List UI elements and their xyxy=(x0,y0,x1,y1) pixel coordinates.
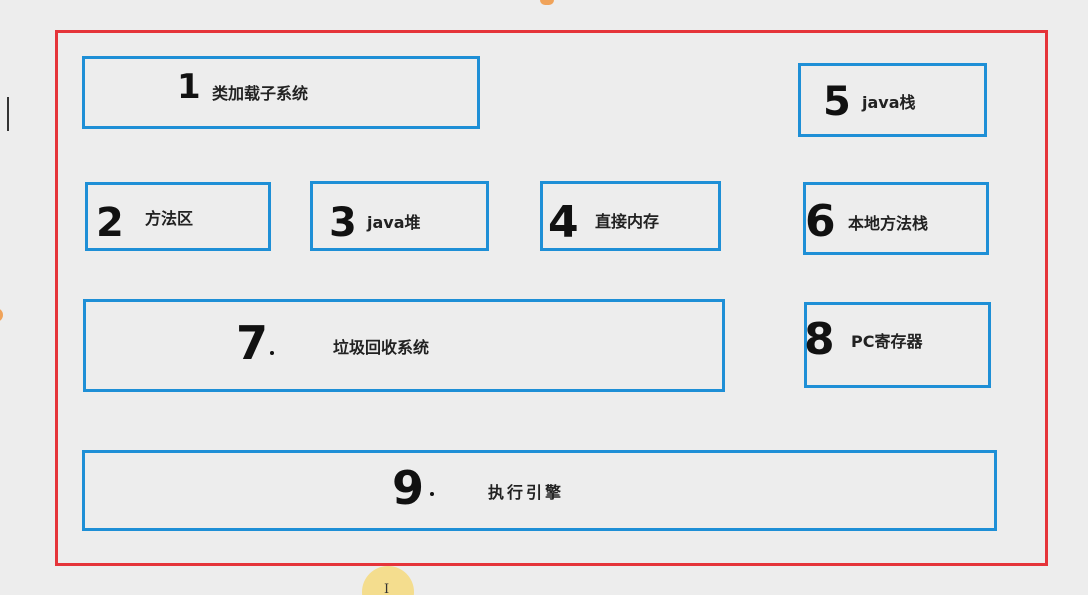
top-edge-marker xyxy=(540,0,554,5)
component-number-4: 4 xyxy=(548,197,579,248)
number-dot-9 xyxy=(430,492,434,496)
component-box-5 xyxy=(798,63,987,137)
left-edge-marker xyxy=(0,308,3,322)
text-cursor-icon: I xyxy=(384,582,390,595)
component-box-8 xyxy=(804,302,991,388)
component-box-7 xyxy=(83,299,725,392)
component-label-6: 本地方法栈 xyxy=(848,214,929,233)
component-label-8: PC寄存器 xyxy=(851,332,923,351)
component-label-3: java堆 xyxy=(367,213,421,232)
component-number-7: 7 xyxy=(236,316,269,370)
number-dot-7 xyxy=(270,351,274,355)
component-label-7: 垃圾回收系统 xyxy=(333,338,430,357)
component-number-9: 9 xyxy=(392,461,425,515)
component-number-2: 2 xyxy=(96,200,124,246)
text-caret xyxy=(7,97,9,131)
component-number-6: 6 xyxy=(805,196,836,247)
component-box-4 xyxy=(540,181,721,251)
component-box-6 xyxy=(803,182,989,255)
component-label-1: 类加载子系统 xyxy=(212,84,309,103)
component-label-9: 执行引擎 xyxy=(488,483,565,502)
component-box-9 xyxy=(82,450,997,531)
component-number-3: 3 xyxy=(329,200,357,246)
component-number-5: 5 xyxy=(823,79,851,125)
component-label-4: 直接内存 xyxy=(595,212,660,231)
component-label-2: 方法区 xyxy=(145,209,194,228)
component-box-1 xyxy=(82,56,480,129)
component-box-3 xyxy=(310,181,489,251)
component-number-1: 1 xyxy=(177,67,201,107)
jvm-outer-frame xyxy=(55,30,1048,566)
component-box-2 xyxy=(85,182,271,251)
component-number-8: 8 xyxy=(804,314,835,365)
number-dot-1 xyxy=(194,94,198,98)
component-label-5: java栈 xyxy=(862,93,916,112)
